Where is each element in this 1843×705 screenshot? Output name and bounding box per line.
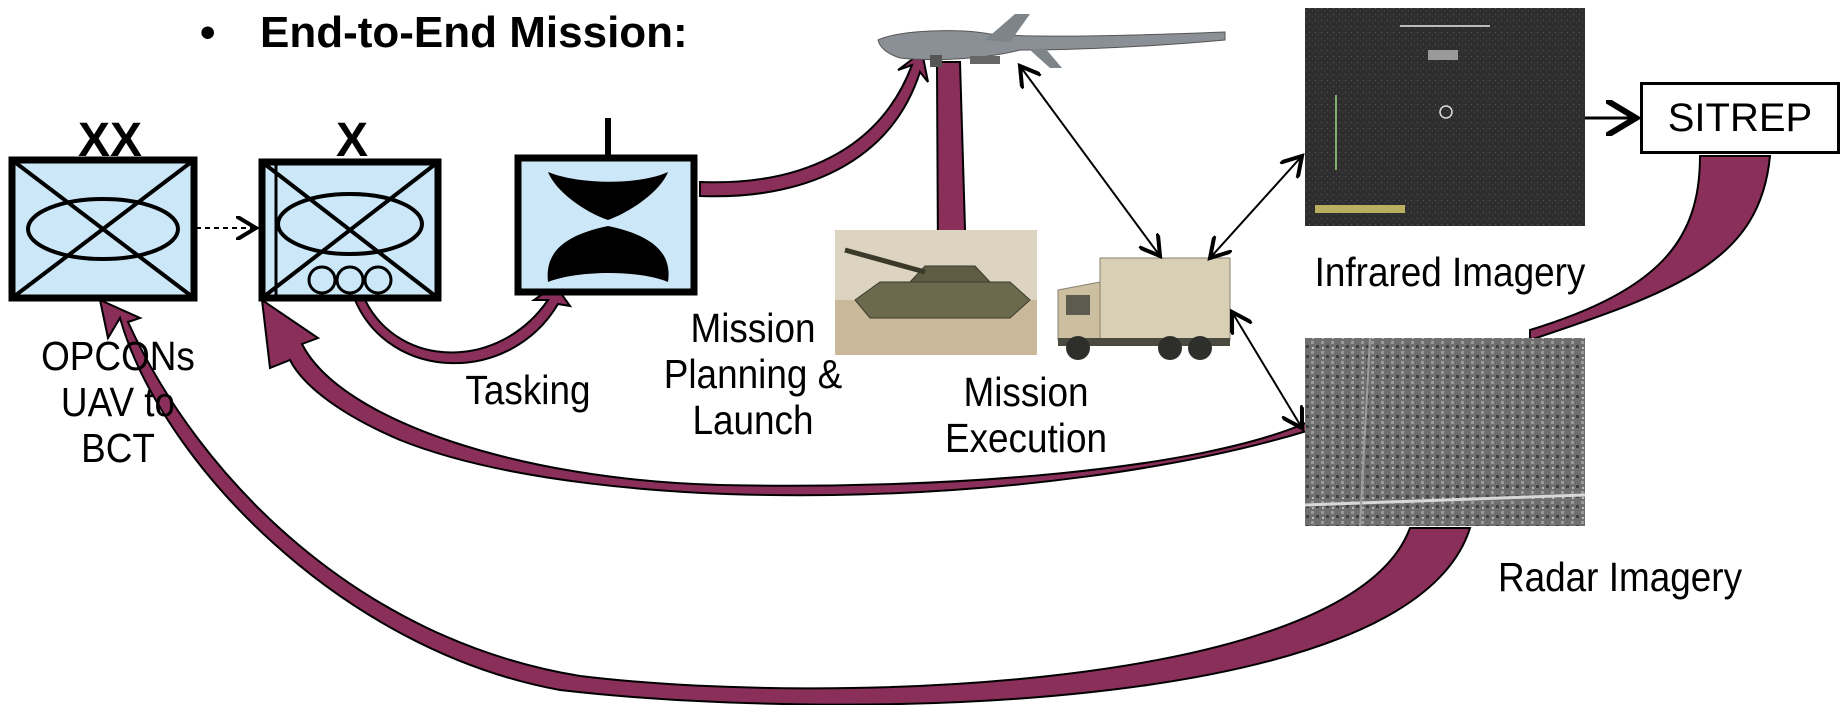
tasking-arrow xyxy=(353,283,573,365)
launch-arrow xyxy=(699,50,929,198)
division-echelon-mark: XX xyxy=(78,114,142,167)
tank-target-photo xyxy=(835,230,1037,355)
uav-ground-link xyxy=(1020,66,1160,256)
uav-company-unit-symbol xyxy=(514,118,698,296)
ground-infrared-link xyxy=(1210,156,1302,258)
sitrep-label: SITREP xyxy=(1667,95,1813,140)
return-arrow-to-division xyxy=(98,298,1472,705)
radar-imagery-label: Radar Imagery xyxy=(1497,554,1743,600)
mission-heading-text: End-to-End Mission: xyxy=(260,8,688,57)
infrared-imagery-label: Infrared Imagery xyxy=(1314,249,1586,295)
bullet-glyph: • xyxy=(200,8,216,57)
infrared-imagery xyxy=(1305,8,1585,226)
mission-planning-label: Mission Planning & Launch xyxy=(663,305,843,443)
mission-heading: • End-to-End Mission: xyxy=(200,8,688,58)
brigade-unit-symbol xyxy=(258,158,442,302)
ground-control-station-truck xyxy=(1057,257,1231,360)
return-arrow-to-brigade xyxy=(260,297,1312,497)
uav-aircraft-image xyxy=(877,14,1226,68)
division-unit-symbol xyxy=(8,156,198,302)
brigade-echelon-mark: X xyxy=(336,114,368,167)
mission-execution-label: Mission Execution xyxy=(944,369,1108,461)
opcons-label: OPCONs UAV to BCT xyxy=(41,333,195,471)
tasking-label: Tasking xyxy=(465,367,591,413)
sitrep-box: SITREP xyxy=(1640,82,1840,154)
ground-radar-link xyxy=(1232,312,1302,428)
radar-imagery xyxy=(1304,337,1586,527)
